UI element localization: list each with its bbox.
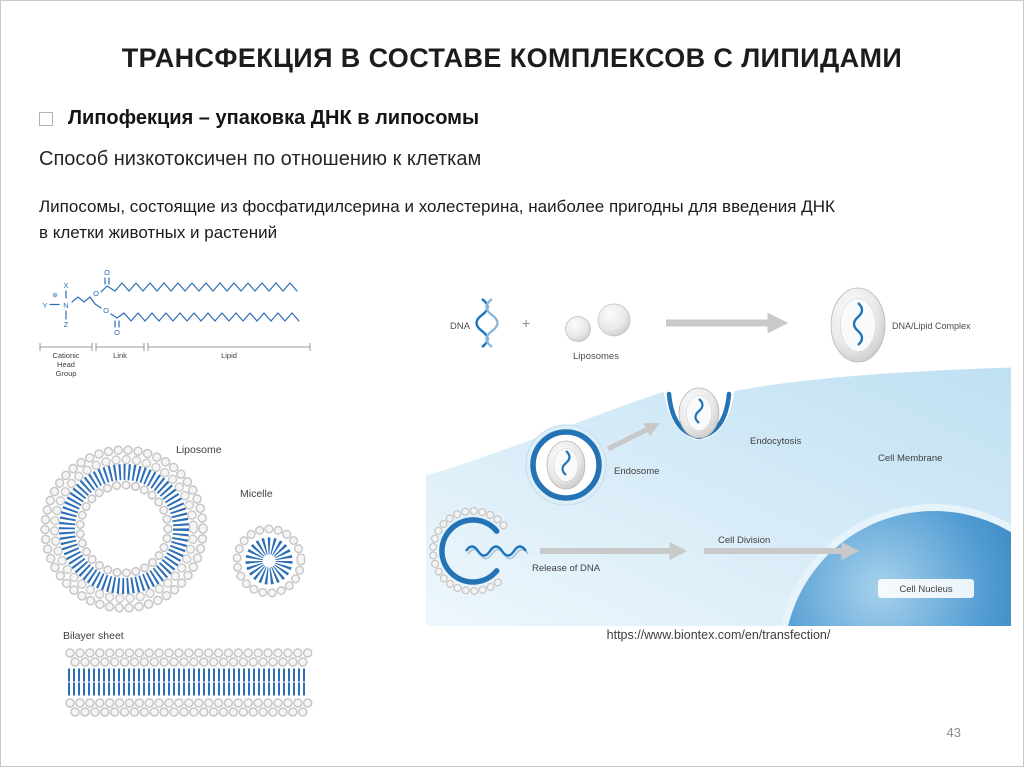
endocytosis-vesicle <box>678 387 720 439</box>
head-group-label-3: Group <box>56 369 77 378</box>
bilayer-sheet-diagram <box>65 648 313 717</box>
structure-dimension-labels: Cationic Head Group Link Lipid <box>52 351 236 378</box>
cationic-lipid-structure <box>49 277 300 328</box>
carbonyl-o-top: O <box>104 268 110 277</box>
lower-lipid-tail <box>123 312 300 322</box>
atom-y: Y <box>42 301 47 310</box>
lipid-figures: X ⊕ Y N Z O O O O Cationic Head Group Li… <box>39 268 313 717</box>
structure-dimension-lines <box>39 343 311 351</box>
transfection-process-diagram: DNA + Liposomes DNA/Lipid Complex Endocy… <box>426 287 1011 626</box>
lipid-structure-atoms: X ⊕ Y N Z O O O O <box>42 268 120 337</box>
liposomes-label: Liposomes <box>573 351 619 362</box>
body-paragraph: Липосомы, состоящие из фосфатидилсерина … <box>39 197 835 242</box>
liposome-label: Liposome <box>176 444 222 456</box>
nucleus-label-bubble: Cell Nucleus <box>878 579 974 598</box>
dna-strand <box>694 398 704 424</box>
carbonyl-o-bottom: O <box>114 328 120 337</box>
charge-icon: ⊕ <box>52 292 58 299</box>
complex-label: DNA/Lipid Complex <box>892 321 971 331</box>
endosome-label: Endosome <box>614 466 659 477</box>
lipid-label: Lipid <box>221 351 237 360</box>
source-url: https://www.biontex.com/en/transfection/ <box>606 628 831 642</box>
subtitle-text: Способ низкотоксичен по отношению к клет… <box>39 148 482 170</box>
ester-o-bottom: O <box>103 306 109 315</box>
bilayer-label: Bilayer sheet <box>63 630 124 642</box>
bullet-square-icon <box>39 111 53 126</box>
nucleus-label: Cell Nucleus <box>899 584 953 595</box>
dna-strand <box>852 302 864 346</box>
dna-label: DNA <box>450 321 471 332</box>
bullet-line: Липофекция – упаковка ДНК в липосомы <box>39 107 479 130</box>
page-number: 43 <box>946 725 961 740</box>
dna-lipid-complex-vesicle <box>830 287 886 363</box>
endosome-vesicle <box>525 424 607 506</box>
liposome-spheres <box>565 303 631 342</box>
bullet-text: Липофекция – упаковка ДНК в липосомы <box>68 107 480 129</box>
dna-strand <box>561 450 571 476</box>
plus-sign: + <box>522 315 530 331</box>
endocytosis-label: Endocytosis <box>750 436 801 447</box>
release-label: Release of DNA <box>532 563 601 574</box>
division-label: Cell Division <box>718 535 770 546</box>
atom-x: X <box>63 281 68 290</box>
arrow-endosome-to-membrane <box>606 422 661 452</box>
atom-n: N <box>63 301 68 310</box>
upper-lipid-tail <box>114 282 298 292</box>
released-dna-strand <box>465 545 527 557</box>
cell-membrane-label: Cell Membrane <box>878 453 942 464</box>
ester-o-top: O <box>93 289 99 298</box>
release-vesicle <box>428 507 529 595</box>
head-group-label-1: Cationic <box>52 351 79 360</box>
liposome-diagram <box>40 445 208 613</box>
link-label: Link <box>113 351 127 360</box>
dna-helix-icon <box>475 298 499 348</box>
page-title: ТРАНСФЕКЦИЯ В СОСТАВЕ КОМПЛЕКСОВ С ЛИПИД… <box>121 43 903 73</box>
head-group-label-2: Head <box>57 360 75 369</box>
micelle-label: Micelle <box>240 488 273 500</box>
micelle-diagram <box>232 524 306 598</box>
atom-z: Z <box>64 320 69 329</box>
